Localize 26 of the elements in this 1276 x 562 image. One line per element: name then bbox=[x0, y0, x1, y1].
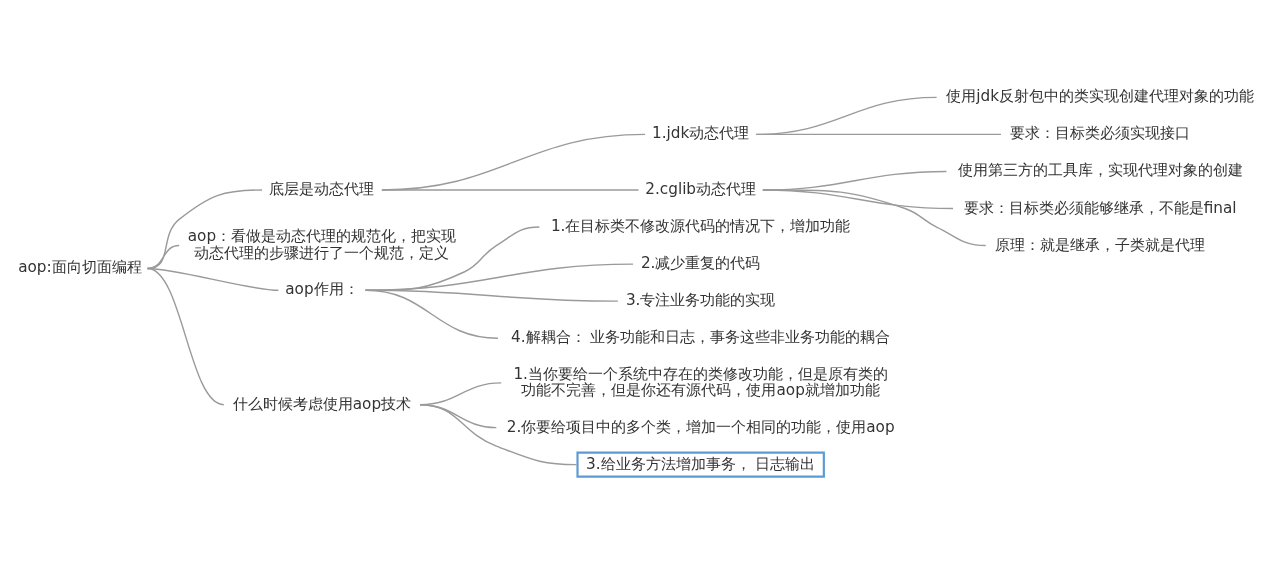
node-text: 1.在目标类不修改源代码的情况下，增加功能 bbox=[550, 217, 851, 236]
connector bbox=[755, 133, 1002, 136]
node-text: aop作用： bbox=[285, 280, 359, 299]
node-text: 1.jdk动态代理 bbox=[652, 124, 750, 143]
connector bbox=[762, 189, 987, 247]
connector bbox=[381, 189, 640, 191]
node-text: 2.cglib动态代理 bbox=[645, 180, 757, 199]
node-text: 什么时候考虑使用aop技术 bbox=[232, 394, 412, 413]
node-text: 要求：目标类必须能够继承，不能是final bbox=[963, 198, 1237, 217]
node-text: 4.解耦合： 业务功能和日志，事务这些非业务功能的耦合 bbox=[510, 328, 891, 347]
node-text: aop：看做是动态代理的规范化，把实现动态代理的步骤进行了一个规范，定义 bbox=[187, 227, 457, 262]
node-text: aop:面向切面编程 bbox=[18, 258, 142, 277]
connector bbox=[146, 267, 225, 406]
node-text: 2.你要给项目中的多个类，增加一个相同的功能，使用aop bbox=[506, 417, 895, 436]
node-text: 3.专注业务功能的实现 bbox=[625, 291, 776, 310]
node-text: 2.减少重复的代码 bbox=[640, 254, 761, 273]
node-text: 使用第三方的工具库，实现代理对象的创建 bbox=[957, 161, 1243, 180]
node-text: 使用jdk反射包中的类实现创建代理对象的功能 bbox=[946, 87, 1254, 106]
connector bbox=[364, 289, 499, 339]
connector bbox=[419, 404, 578, 466]
node-text: 原理：就是继承，子类就是代理 bbox=[995, 235, 1206, 254]
node-text: 要求：目标类必须实现接口 bbox=[1010, 124, 1191, 143]
node-box: 3.给业务方法增加事务， 日志输出 bbox=[576, 451, 825, 478]
node-text: 1.当你要给一个系统中存在的类修改功能，但是原有类的功能不完善，但是你还有源代码，使用aop就增加功能 bbox=[513, 364, 888, 400]
connector bbox=[381, 133, 646, 191]
node-text: 底层是动态代理 bbox=[269, 180, 375, 199]
